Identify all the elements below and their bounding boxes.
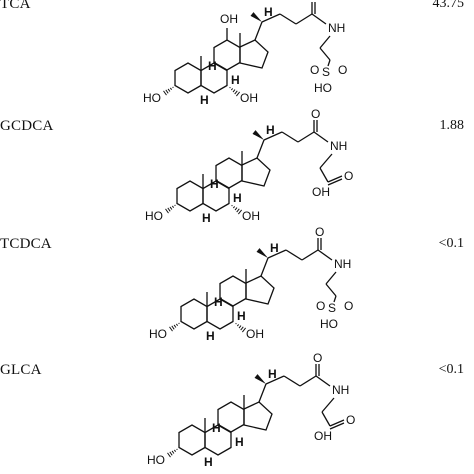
- hydroxyl-label: OH: [220, 12, 238, 26]
- carboxyl-oh-label: OH: [314, 429, 332, 443]
- stereo-h-label: H: [231, 73, 240, 87]
- sulfonate-oh-label: HO: [320, 317, 338, 331]
- hydroxyl-label: OH: [240, 91, 258, 105]
- stereo-h-label: H: [266, 123, 275, 137]
- amide-nh-label: NH: [330, 139, 347, 153]
- compound-name: GCDCA: [0, 118, 54, 134]
- sulfonyl-o-label: O: [338, 63, 347, 77]
- carboxyl-o-label: O: [344, 169, 353, 183]
- hydroxyl-label: HO: [145, 209, 163, 223]
- carboxyl-o-label: O: [346, 413, 355, 427]
- amide-nh-label: NH: [328, 21, 345, 35]
- stereo-h-label: H: [235, 435, 244, 449]
- hydroxyl-label: OH: [242, 209, 260, 223]
- hydroxyl-label: HO: [149, 327, 167, 341]
- compound-value: 1.88: [439, 118, 465, 133]
- carbonyl-o-label: O: [313, 351, 322, 365]
- sulfur-label: S: [322, 65, 330, 79]
- stereo-h-label: H: [208, 59, 217, 73]
- carboxyl-oh-label: OH: [312, 185, 330, 199]
- carbonyl-o-label: O: [315, 225, 324, 239]
- compound-name: TCA: [0, 0, 31, 12]
- compound-value: <0.1: [438, 236, 464, 251]
- hydroxyl-label: HO: [143, 91, 161, 105]
- hydroxyl-label: OH: [246, 327, 264, 341]
- stereo-h-label: H: [212, 421, 221, 435]
- sulfonate-oh-label: HO: [314, 81, 332, 95]
- stereo-h-label: H: [233, 191, 242, 205]
- stereo-h-label: H: [202, 211, 211, 225]
- compound-value: 43.75: [432, 0, 465, 11]
- compound-value: <0.1: [438, 362, 464, 377]
- hydroxyl-label: HO: [147, 453, 165, 467]
- sulfonyl-o-label: O: [344, 299, 353, 313]
- stereo-h-label: H: [206, 329, 215, 343]
- sulfonyl-o-label: O: [316, 299, 325, 313]
- stereo-h-label: H: [210, 177, 219, 191]
- stereo-h-label: H: [200, 93, 209, 107]
- compound-name: GLCA: [0, 362, 42, 378]
- stereo-h-label: H: [264, 5, 273, 19]
- amide-nh-label: NH: [334, 257, 351, 271]
- compound-name: TCDCA: [0, 236, 52, 252]
- stereo-h-label: H: [204, 455, 213, 469]
- sulfonyl-o-label: O: [310, 63, 319, 77]
- stereo-h-label: H: [214, 295, 223, 309]
- stereo-h-label: H: [237, 309, 246, 323]
- amide-nh-label: NH: [332, 383, 349, 397]
- sulfur-label: S: [328, 301, 336, 315]
- carbonyl-o-label: O: [309, 0, 318, 3]
- stereo-h-label: H: [268, 367, 277, 381]
- carbonyl-o-label: O: [311, 107, 320, 121]
- molecule-tca: HHHHOOHOHHONHSOOHO: [143, 0, 347, 107]
- stereo-h-label: H: [270, 241, 279, 255]
